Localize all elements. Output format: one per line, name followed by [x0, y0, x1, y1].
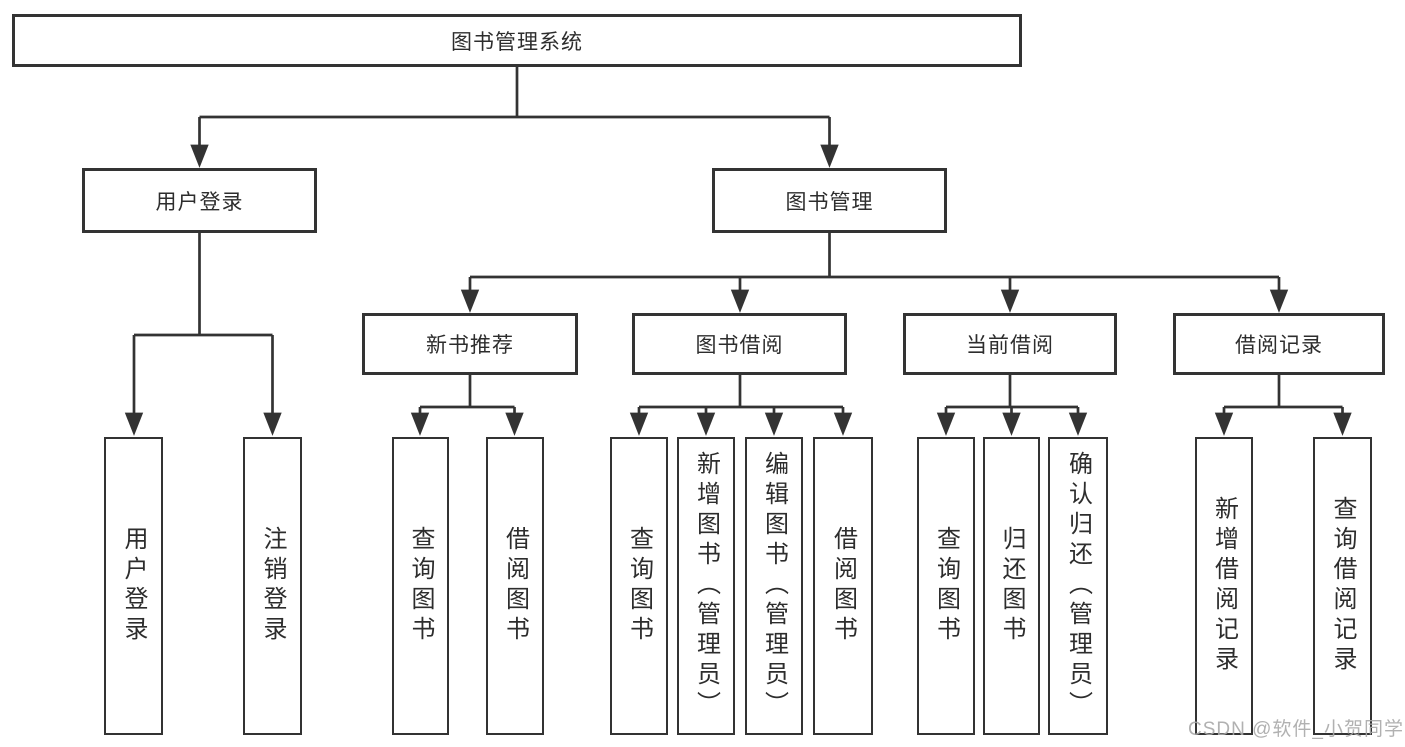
leaf-borrow-edit-books-admin: 编辑图书（管理员）: [745, 437, 803, 735]
node-book-borrowing: 图书借阅: [632, 313, 847, 375]
leaf-borrow-add-books-admin: 新增图书（管理员）: [677, 437, 735, 735]
leaf-current-confirm-return-admin: 确认归还（管理员）: [1048, 437, 1108, 735]
node-borrowing-records: 借阅记录: [1173, 313, 1385, 375]
node-user-login: 用户登录: [82, 168, 317, 233]
leaf-logout: 注销登录: [243, 437, 302, 735]
leaf-borrow-query-books: 查询图书: [610, 437, 668, 735]
leaf-user-login: 用户登录: [104, 437, 163, 735]
leaf-recommend-borrow-books: 借阅图书: [486, 437, 544, 735]
leaf-current-return-books: 归还图书: [983, 437, 1040, 735]
node-library-management-system: 图书管理系统: [12, 14, 1022, 67]
leaf-borrow-borrow-books: 借阅图书: [813, 437, 873, 735]
leaf-current-query-books: 查询图书: [917, 437, 975, 735]
node-current-borrowing: 当前借阅: [903, 313, 1117, 375]
leaf-records-query-borrow-record: 查询借阅记录: [1313, 437, 1372, 735]
leaf-recommend-query-books: 查询图书: [392, 437, 449, 735]
leaf-records-add-borrow-record: 新增借阅记录: [1195, 437, 1253, 735]
csdn-watermark: CSDN @软件_小贺同学: [1188, 719, 1404, 740]
node-book-management: 图书管理: [712, 168, 947, 233]
node-new-book-recommendation: 新书推荐: [362, 313, 578, 375]
